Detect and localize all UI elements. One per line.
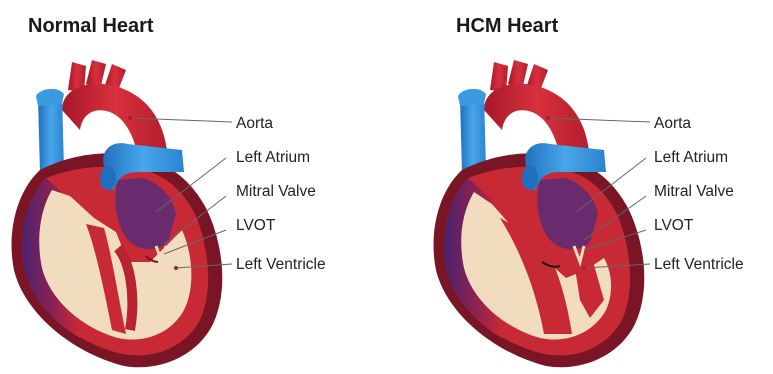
- normal-label-lvot: LVOT: [236, 217, 276, 234]
- normal-label-left-atrium: Left Atrium: [236, 149, 310, 166]
- hcm-label-mitral-valve: Mitral Valve: [654, 183, 734, 200]
- hcm-label-lvot: LVOT: [654, 217, 694, 234]
- normal-heart-panel: Normal Heart: [12, 15, 326, 367]
- normal-label-mitral-valve: Mitral Valve: [236, 183, 316, 200]
- hcm-label-left-ventricle: Left Ventricle: [654, 256, 744, 273]
- hcm-heart-panel: HCM Heart: [434, 15, 744, 367]
- hcm-heart-illustration: [434, 60, 645, 367]
- normal-heart-illustration: [12, 60, 223, 367]
- hcm-heart-title: HCM Heart: [456, 15, 559, 37]
- hcm-label-aorta: Aorta: [654, 115, 691, 132]
- normal-label-left-ventricle: Left Ventricle: [236, 256, 326, 273]
- normal-heart-title: Normal Heart: [28, 15, 154, 37]
- normal-label-aorta: Aorta: [236, 115, 273, 132]
- hcm-label-left-atrium: Left Atrium: [654, 149, 728, 166]
